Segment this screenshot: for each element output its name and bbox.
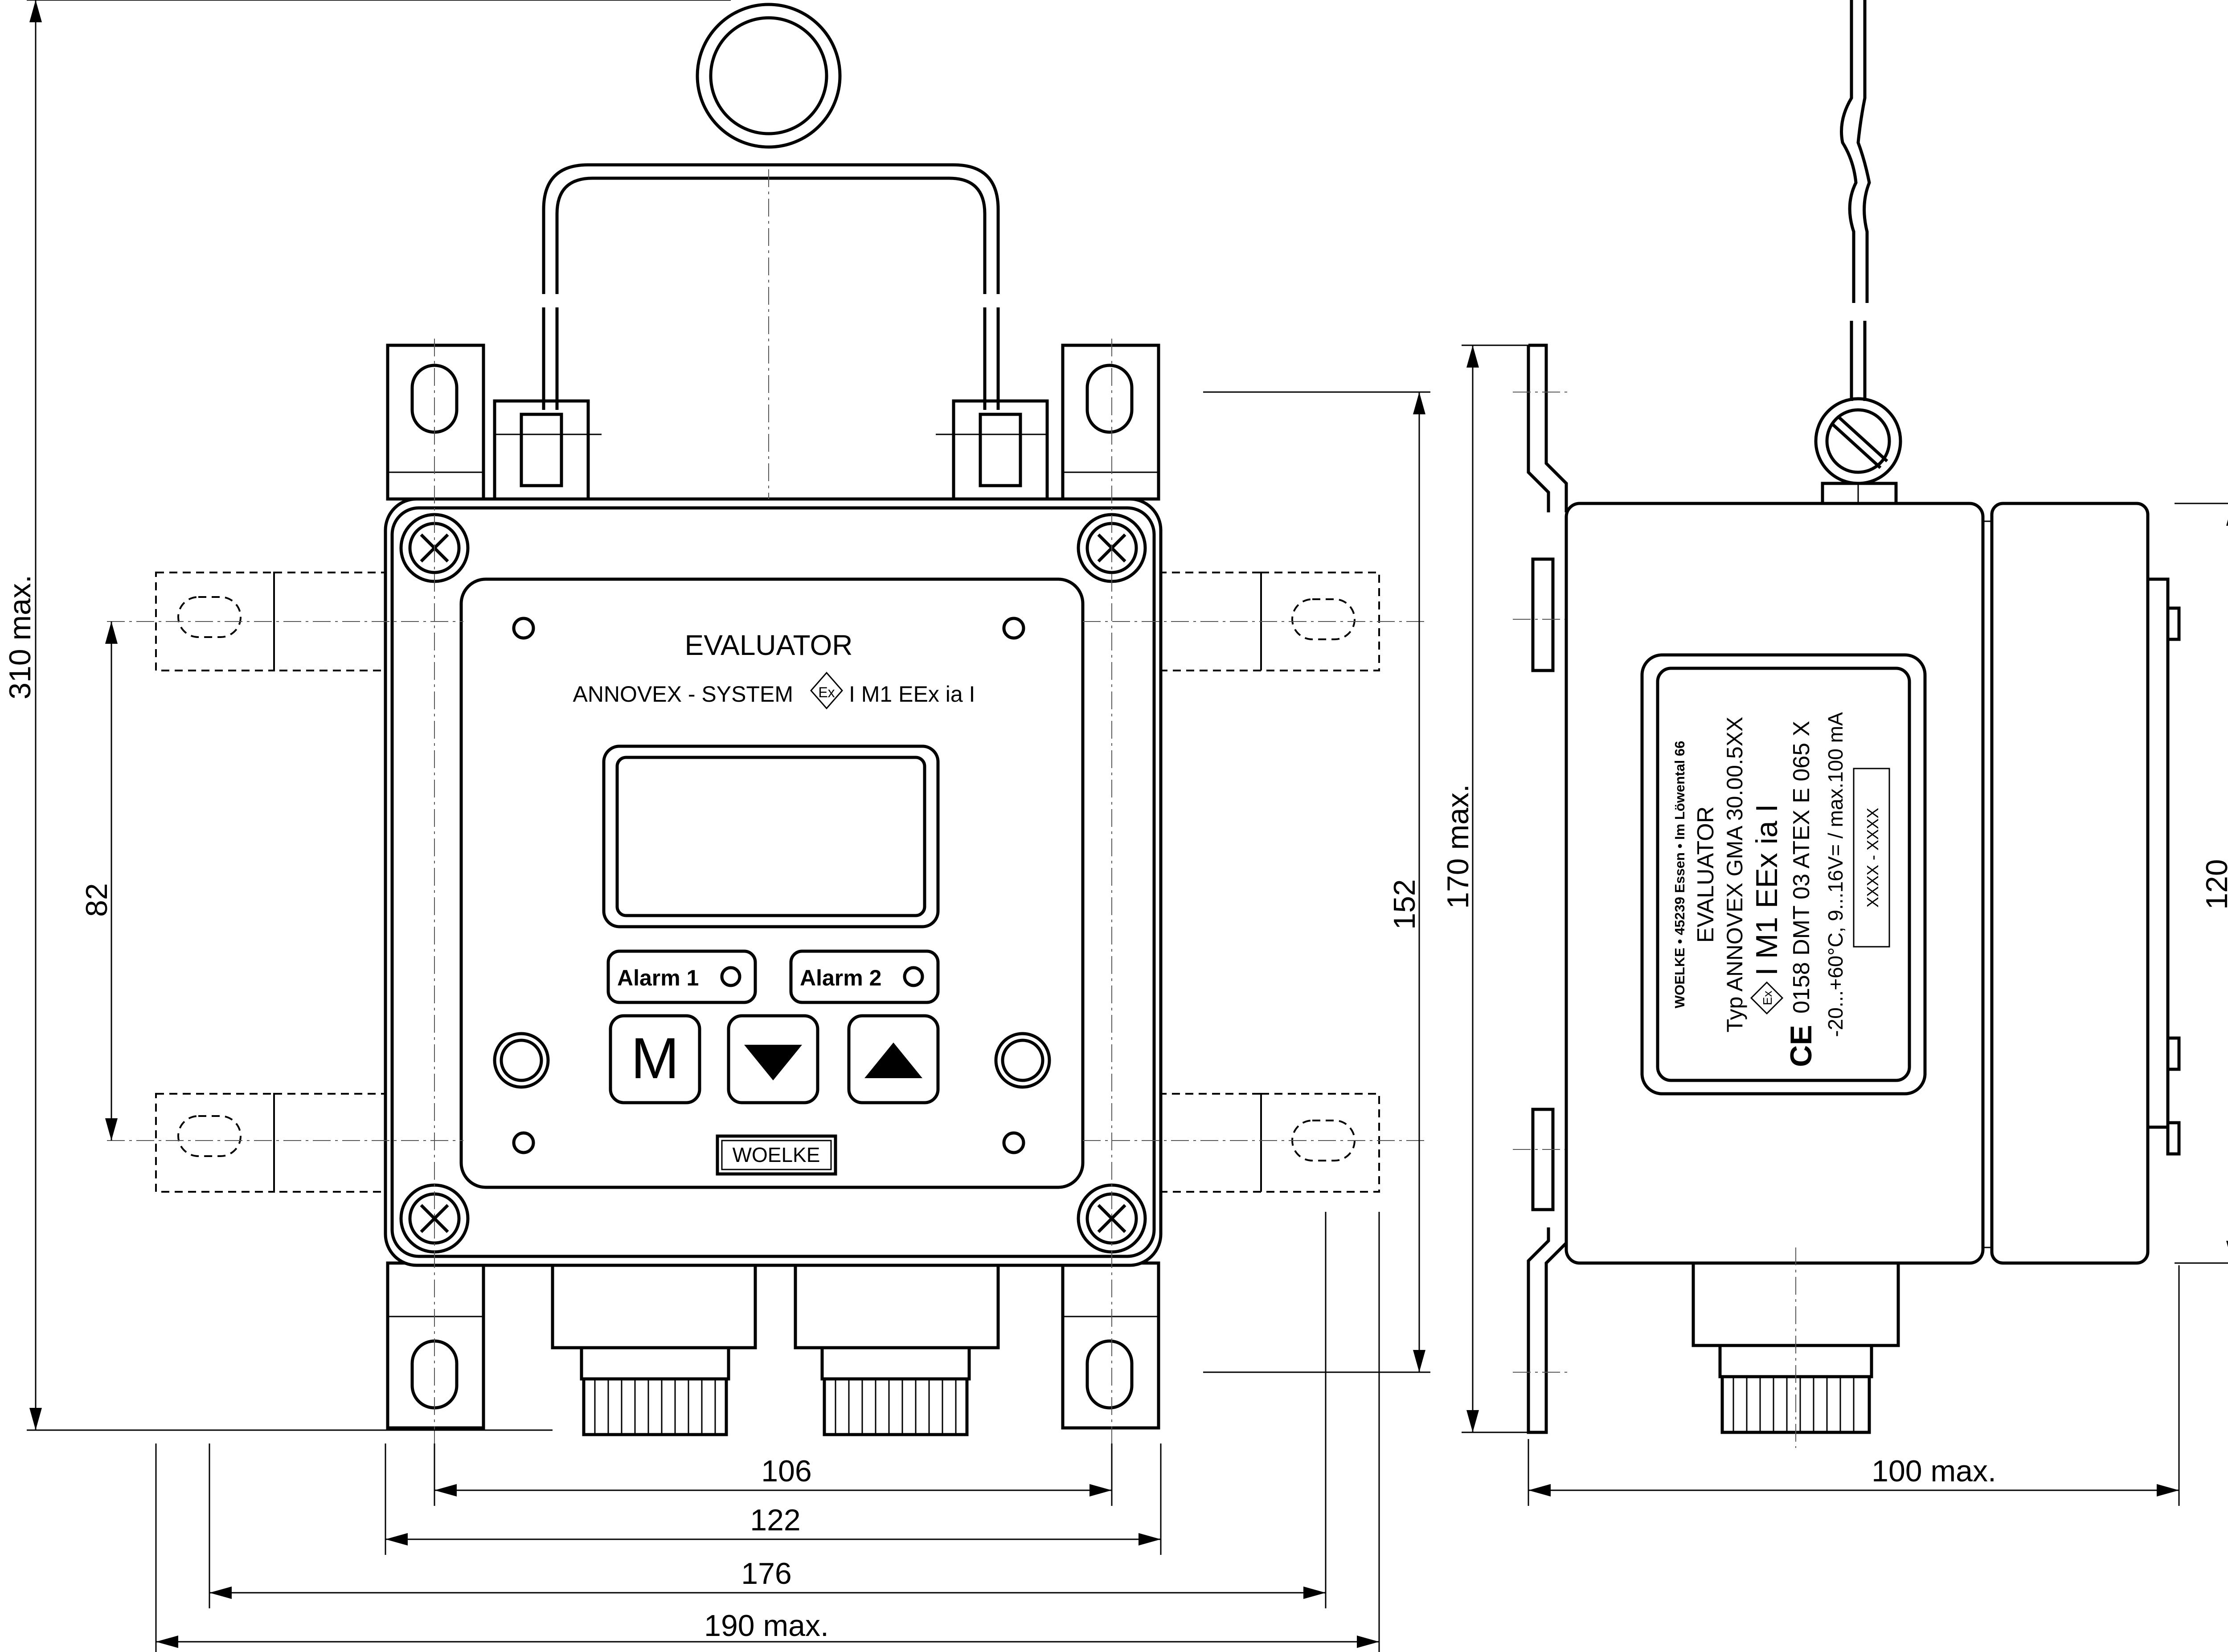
alt-tab-right-lower [1158, 1093, 1380, 1193]
ex-symbol-text: Ex [818, 684, 835, 700]
ce-mark: CE [1784, 1025, 1818, 1067]
mount-tab-top-left [386, 343, 485, 501]
alarm-1-label: Alarm 1 [617, 965, 699, 990]
dim-120: 120 [2200, 859, 2228, 909]
dim-82: 82 [80, 883, 114, 917]
panel-title: EVALUATOR [685, 629, 853, 661]
mount-tab-top-right [1061, 343, 1160, 501]
arrow-up-icon [864, 1043, 922, 1078]
dim-122: 122 [750, 1503, 800, 1537]
mount-tab-bottom-right [1061, 1261, 1160, 1430]
side-body [1565, 502, 2181, 1265]
right-round-button[interactable] [994, 1032, 1051, 1089]
brand-text: WOELKE [733, 1143, 820, 1166]
front-panel [459, 577, 1085, 1189]
dim-190-max: 190 max. [704, 1609, 829, 1643]
front-dimensions: 106 122 176 190 max. 82 152 310 max. [3, 0, 1430, 1652]
ex-symbol-icon [810, 671, 843, 710]
side-clamp-screw [1814, 397, 1902, 514]
side-view: WOELKE • 45239 Essen • Im Löwental 66 EV… [1513, 0, 2181, 1448]
cable-clamp-left [493, 399, 602, 501]
cable-gland-right [794, 1264, 1000, 1436]
m-button[interactable]: M [609, 1014, 701, 1104]
down-button[interactable] [727, 1014, 819, 1104]
panel-mount-holes [512, 617, 1025, 1154]
up-button[interactable] [847, 1014, 940, 1104]
side-wire [1840, 0, 1871, 401]
nameplate-ex-text: Ex [1761, 991, 1774, 1006]
nameplate-line3: Typ ANNOVEX GMA 30.00.5XX [1722, 717, 1747, 1033]
dim-176: 176 [741, 1557, 791, 1591]
nameplate-line1: WOELKE • 45239 Essen • Im Löwental 66 [1672, 741, 1687, 1009]
left-round-button[interactable] [493, 1032, 550, 1089]
arrow-down-icon [744, 1045, 802, 1080]
system-prefix: ANNOVEX - SYSTEM [573, 682, 793, 707]
ex-mark-icon [1750, 981, 1784, 1015]
dim-100-max: 100 max. [1872, 1454, 1996, 1488]
system-line: ANNOVEX - SYSTEM Ex I M1 EEx ia I [573, 671, 975, 710]
rating-text: I M1 EEx ia I [849, 682, 975, 707]
nameplate-line6: -20...+60°C, 9...16V= / max.100 mA [1824, 712, 1847, 1037]
centerlines [107, 169, 1426, 1443]
nameplate-rating: Ex I M1 EEx ia I [1750, 804, 1784, 1015]
nameplate: WOELKE • 45239 Essen • Im Löwental 66 EV… [1640, 653, 1927, 1096]
dim-106: 106 [761, 1454, 811, 1488]
front-view: EVALUATOR ANNOVEX - SYSTEM Ex I M1 EEx i… [107, 3, 1426, 1443]
nameplate-line2: EVALUATOR [1693, 806, 1719, 943]
cable-clamp-right [936, 399, 1049, 501]
nameplate-line5: 0158 DMT 03 ATEX E 065 X [1789, 721, 1814, 1014]
m-button-label: M [631, 1026, 679, 1091]
side-bracket [1513, 343, 1569, 1434]
alarm-2-indicator: Alarm 2 [789, 949, 940, 1004]
dim-310-max: 310 max. [3, 575, 37, 699]
cable-gland-left [551, 1264, 757, 1436]
housing [384, 497, 1163, 1267]
nameplate-line4: I M1 EEx ia I [1750, 804, 1784, 976]
alarm-1-indicator: Alarm 1 [606, 949, 757, 1004]
lcd-display [602, 744, 940, 928]
nameplate-line7: XXXX - XXXX [1863, 808, 1882, 908]
alt-tab-left-lower [155, 1093, 386, 1193]
dim-170-max: 170 max. [1441, 784, 1475, 909]
hanging-loop [542, 3, 1000, 410]
brand-label: WOELKE [716, 1134, 837, 1176]
side-cable-gland [1691, 1247, 1900, 1448]
side-dimensions: 170 max. 100 max. 120 [1441, 344, 2228, 1506]
mount-tab-bottom-left [386, 1261, 485, 1430]
dim-152: 152 [1388, 879, 1421, 929]
alarm-2-label: Alarm 2 [800, 965, 881, 990]
